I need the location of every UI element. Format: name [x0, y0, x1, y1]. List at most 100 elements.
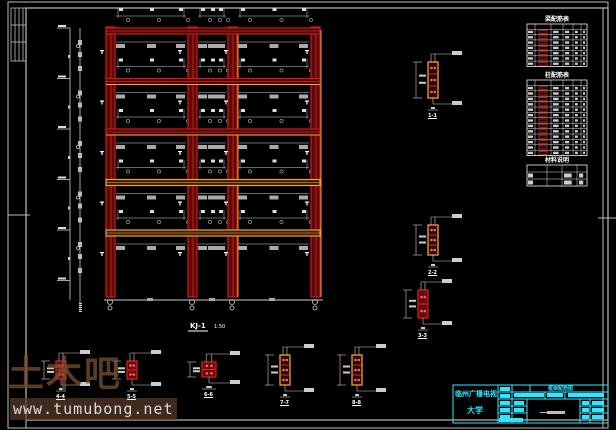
table-section-sketch [538, 45, 548, 50]
dimension-text [59, 388, 63, 390]
table-cell-value [583, 97, 585, 101]
rebar-label [302, 210, 306, 213]
table-cell-id [528, 135, 533, 138]
title-block-field [500, 415, 510, 419]
axis-bubble [189, 305, 195, 311]
dimension-text [78, 191, 82, 197]
rebar-callout [452, 51, 462, 55]
section-outline [427, 224, 439, 256]
rebar-callout [452, 214, 462, 218]
rebar-callout [230, 380, 240, 384]
rebar-marker [218, 169, 222, 174]
rebar-dot [433, 238, 437, 242]
title-block-field [582, 401, 589, 405]
table-cell-value [553, 146, 559, 149]
rebar-dot [430, 78, 433, 82]
table-cell-value [575, 108, 578, 111]
section-outline [279, 354, 291, 386]
table-cell-value [565, 36, 570, 39]
dimension-text [68, 55, 70, 58]
dimension-text [78, 153, 82, 158]
table-cell-value [583, 30, 585, 34]
dimension-text [193, 370, 200, 373]
table-cell-value [565, 52, 570, 55]
rebar-label [302, 58, 306, 62]
table-section-sketch [538, 102, 548, 107]
section-mark-stem [306, 252, 308, 256]
table-cell-value [579, 173, 584, 178]
table-cell-value [575, 30, 578, 34]
table-cell-value [575, 52, 578, 55]
axis-bubble [229, 299, 235, 305]
table-cell-value [579, 180, 584, 185]
section-details [41, 51, 462, 398]
rebar-marker [248, 169, 252, 174]
table-cell-value [565, 46, 570, 49]
schedule-table: 材料说明 [526, 156, 588, 187]
dimension-text [78, 203, 82, 209]
table-cell-value [553, 86, 559, 90]
rebar-dot [357, 378, 361, 382]
dimension-text [78, 141, 82, 146]
table-cell-value [565, 86, 570, 90]
dimension-text [271, 365, 278, 368]
section-mark-icon [305, 50, 309, 54]
section-detail [403, 279, 452, 331]
title-block-value [547, 393, 563, 397]
table-cell-value [575, 62, 578, 65]
table-cell-value [553, 62, 559, 65]
rebar-label [119, 109, 123, 112]
rebar-label [211, 159, 215, 163]
dimension-text [78, 90, 82, 96]
title-block-value [592, 408, 604, 412]
rebar-dot [210, 364, 213, 368]
rebar-callout [80, 350, 90, 354]
section-mark-icon [100, 151, 104, 155]
table-section-sketch [538, 145, 548, 150]
section-mark-icon [178, 252, 182, 256]
rebar-marker [157, 68, 161, 73]
title-block-value [499, 418, 523, 422]
rebar-label [211, 58, 215, 62]
title-block-field [500, 394, 510, 398]
table-cell-id [528, 30, 533, 34]
dimension-text [419, 235, 426, 238]
rebar-tag [208, 145, 217, 149]
table-cell-value [565, 108, 570, 111]
section-mark-stem [179, 100, 181, 105]
rebar-dot [430, 248, 433, 252]
table-cell-value [565, 41, 570, 44]
rebar-callout [376, 388, 386, 392]
table-cell-value [565, 103, 570, 106]
rebar-dot [433, 90, 437, 94]
rebar-dot [282, 368, 285, 372]
table-title: 材料说明 [544, 156, 569, 164]
table-section-sketch [538, 107, 548, 112]
rebar-dot [132, 373, 136, 376]
rebar-label [211, 210, 215, 213]
table-cell-value [553, 30, 559, 34]
rebar-tag [116, 145, 125, 149]
dimension-text [118, 370, 125, 373]
section-mark-stem [225, 100, 227, 105]
table-cell-value [583, 113, 585, 117]
rebar-label [219, 109, 223, 112]
rebar-marker [218, 68, 222, 73]
rebar-tag [176, 44, 185, 48]
table-cell-value [583, 130, 585, 133]
frame-scale: 1:50 [214, 324, 225, 330]
rebar-label [201, 210, 205, 213]
rebar-dot [354, 378, 357, 382]
table-section-sketch [538, 134, 548, 139]
rebar-tag [299, 44, 308, 48]
table-cell-value [565, 124, 570, 128]
project-name: 临州广播电视 [455, 390, 497, 398]
rebar-dot [430, 238, 433, 242]
rebar-label [150, 159, 154, 163]
rebar-marker [186, 18, 190, 22]
table-cell-value [583, 57, 585, 60]
rebar-tag [198, 195, 207, 200]
rebar-label [119, 159, 123, 163]
